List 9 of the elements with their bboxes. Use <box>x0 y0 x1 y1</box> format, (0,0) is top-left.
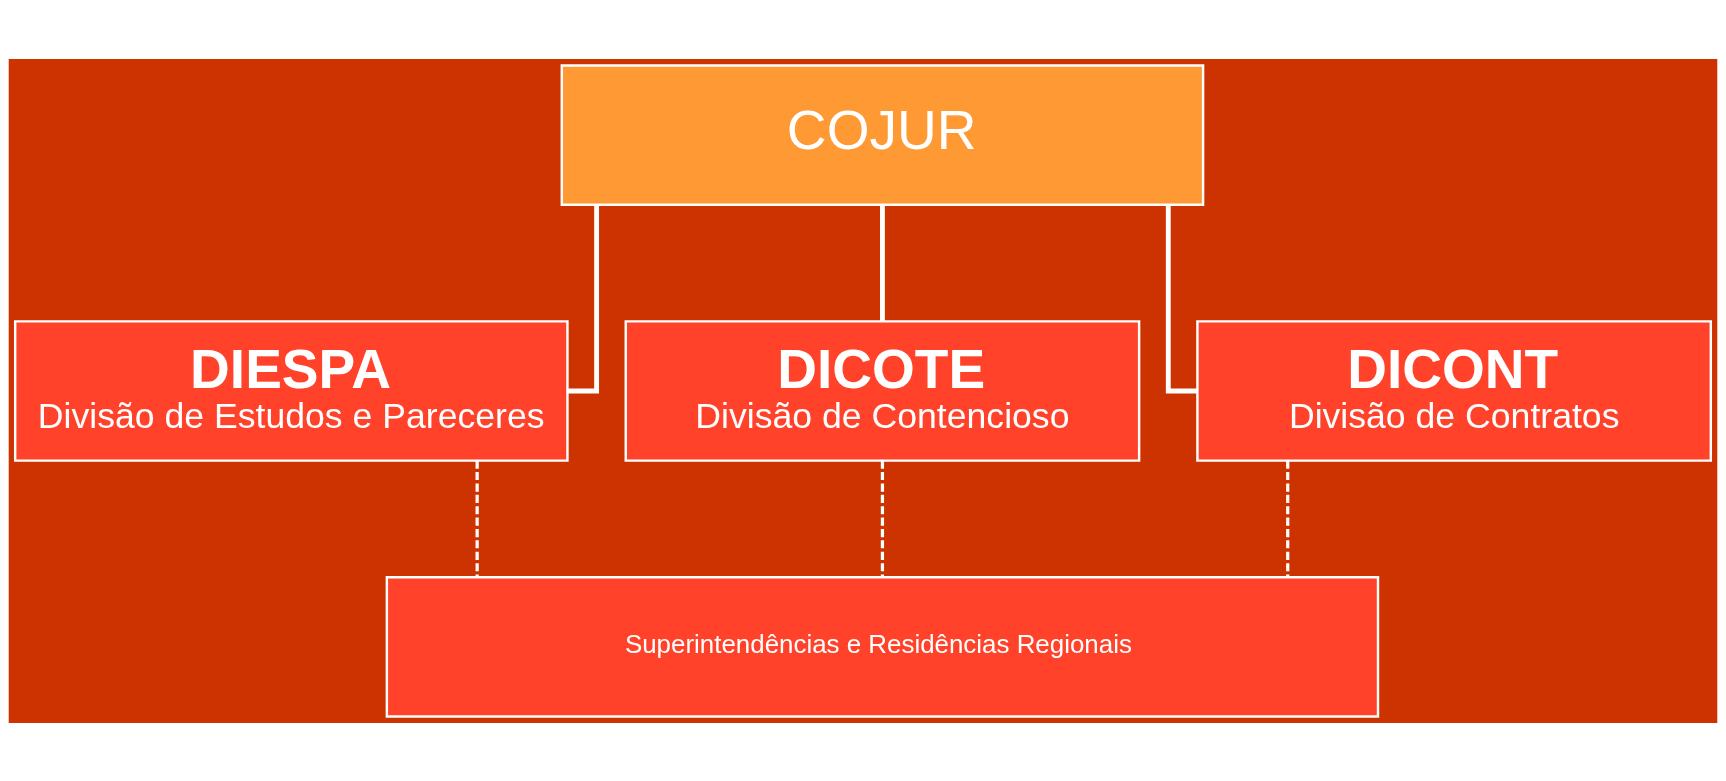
connector <box>880 460 885 577</box>
node-box: COJUR <box>560 63 1205 206</box>
node-box: Superintendências e Residências Regionais <box>385 575 1380 718</box>
node-box: DIESPA Divisão de Estudos e Pareceres <box>13 319 569 462</box>
node-box: DICONT Divisão de Contratos <box>1196 319 1713 462</box>
node-box: DICOTE Divisão de Contencioso <box>624 319 1141 462</box>
connector <box>475 460 479 577</box>
connector <box>1286 460 1290 577</box>
connector <box>880 204 885 321</box>
